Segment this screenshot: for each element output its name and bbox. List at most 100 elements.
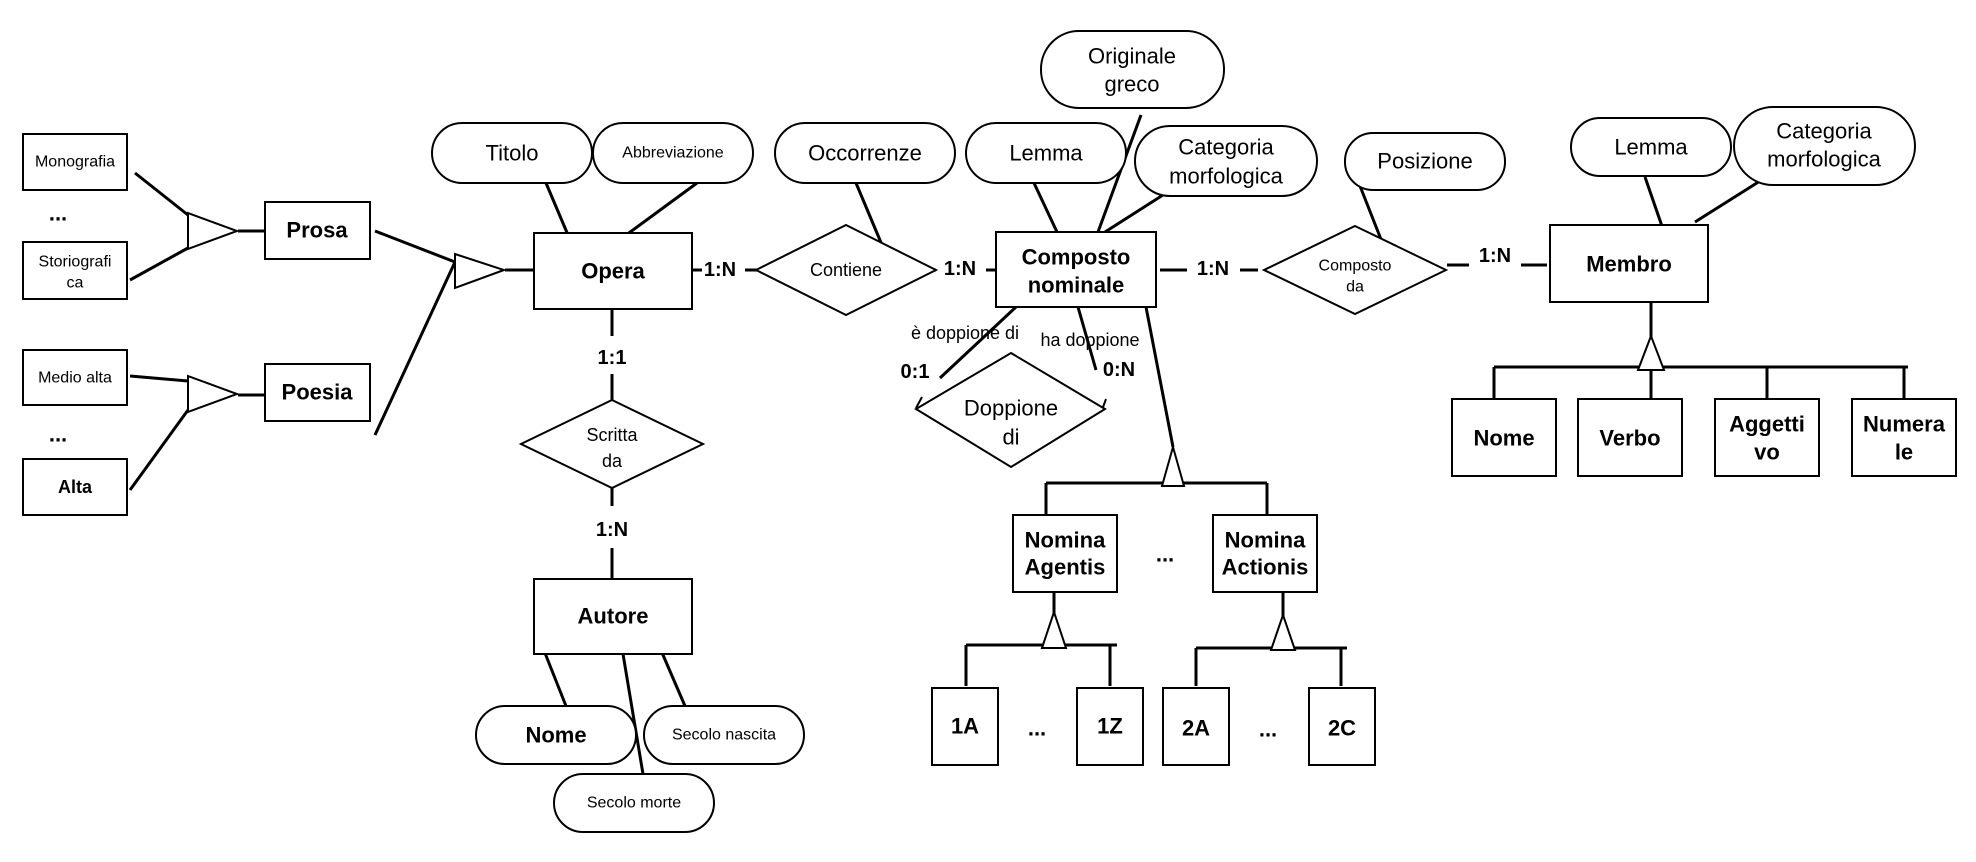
cardinality-doppione-right: 0:N xyxy=(1103,359,1135,381)
attribute-label: Abbreviazione xyxy=(622,145,724,162)
attribute-occorrenze: Occorrenze xyxy=(774,122,956,184)
isa-triangle-poesia xyxy=(187,374,240,414)
entity-label: Agentis xyxy=(1025,555,1106,580)
entity-monografia: Monografia xyxy=(22,133,128,191)
entity-2a: 2A xyxy=(1162,687,1230,766)
attribute-label: Occorrenze xyxy=(808,141,922,166)
attribute-label: morfologica xyxy=(1169,164,1283,189)
isa-triangle-membro xyxy=(1636,333,1666,371)
attribute-titolo: Titolo xyxy=(431,122,593,184)
entity-verbo: Verbo xyxy=(1577,398,1683,477)
ellipsis-sub-2: ... xyxy=(1259,717,1277,742)
entity-label: Medio alta xyxy=(38,370,112,387)
ellipsis-genre-poesia: ... xyxy=(49,422,67,447)
attribute-nome-autore: Nome xyxy=(475,705,637,765)
entity-2c: 2C xyxy=(1308,687,1376,766)
entity-label: Composto xyxy=(1022,245,1131,270)
entity-autore: Autore xyxy=(533,578,693,655)
entity-label: Storiografi xyxy=(39,254,112,271)
ellipsis-genre-prosa: ... xyxy=(49,201,67,226)
isa-triangle-prosa-storiografica xyxy=(187,211,240,251)
connector-lines xyxy=(128,114,1908,775)
attribute-label: Posizione xyxy=(1377,149,1472,174)
role-label-ha-doppione: ha doppione xyxy=(1040,330,1139,350)
entity-numerale: Numera le xyxy=(1851,398,1957,477)
ellipsis-marks: ... ... ... ... ... xyxy=(49,201,1277,742)
attribute-label: Titolo xyxy=(486,141,539,166)
entity-label: Prosa xyxy=(286,218,348,243)
entity-label: 1Z xyxy=(1097,714,1123,739)
role-label-e-doppione-di: è doppione di xyxy=(911,323,1019,343)
relationship-label: Doppione xyxy=(964,396,1058,421)
relationship-doppione-di: Doppione di xyxy=(914,351,1107,469)
attribute-label: greco xyxy=(1104,72,1159,97)
ellipsis-sub-1: ... xyxy=(1028,716,1046,741)
relationship-scritta-da: Scritta da xyxy=(518,398,706,490)
entity-poesia: Poesia xyxy=(264,363,371,422)
attribute-secolo-nascita: Secolo nascita xyxy=(643,705,805,765)
relationship-label: Composto xyxy=(1319,258,1392,275)
entity-label: Verbo xyxy=(1599,426,1660,451)
cardinality-contiene-composto: 1:N xyxy=(944,258,976,280)
attribute-lemma-composto: Lemma xyxy=(965,122,1127,184)
cardinality-composto-compostoda: 1:N xyxy=(1197,258,1229,280)
isa-triangles xyxy=(187,211,1666,651)
entity-label: Actionis xyxy=(1222,555,1309,580)
entity-label: 2A xyxy=(1182,716,1210,741)
isa-triangle-nomina-agentis xyxy=(1040,608,1068,649)
entity-label: vo xyxy=(1754,440,1780,465)
entity-label: Alta xyxy=(58,477,93,497)
cardinality-compostoda-membro: 1:N xyxy=(1479,245,1511,267)
entity-opera: Opera xyxy=(533,232,693,310)
entity-label: Monografia xyxy=(35,154,115,171)
entity-label: Nome xyxy=(1473,426,1534,451)
attribute-secolo-morte: Secolo morte xyxy=(553,773,715,833)
entity-label: ca xyxy=(67,275,84,292)
entity-label: 2C xyxy=(1328,716,1356,741)
entity-storiografica: Storiografi ca xyxy=(22,241,128,300)
attribute-label: Lemma xyxy=(1009,141,1083,166)
entity-membro: Membro xyxy=(1549,224,1709,303)
entity-nomina-agentis: Nomina Agentis xyxy=(1012,514,1118,593)
entity-label: Opera xyxy=(581,259,645,284)
attribute-posizione: Posizione xyxy=(1344,132,1506,191)
isa-triangle-opera xyxy=(454,252,508,290)
cardinality-opera-scritta: 1:1 xyxy=(598,347,627,369)
cardinality-doppione-left: 0:1 xyxy=(901,361,930,383)
attribute-label: Nome xyxy=(525,723,586,748)
attribute-abbreviazione: Abbreviazione xyxy=(592,122,754,184)
role-labels: è doppione di ha doppione xyxy=(911,323,1140,350)
entity-label: Numera xyxy=(1863,412,1946,437)
relationship-label: Contiene xyxy=(810,260,882,280)
ellipsis-nomina: ... xyxy=(1156,542,1174,567)
attribute-lemma-membro: Lemma xyxy=(1570,117,1732,177)
relationship-contiene: Contiene xyxy=(753,223,939,317)
attribute-label: Categoria xyxy=(1178,135,1274,160)
entity-prosa: Prosa xyxy=(264,201,371,260)
cardinality-scritta-autore: 1:N xyxy=(596,519,628,541)
entity-composto-nominale: Composto nominale xyxy=(995,231,1157,308)
relationship-label: da xyxy=(1346,279,1364,296)
entity-nome: Nome xyxy=(1451,398,1557,477)
entity-label: 1A xyxy=(951,714,979,739)
attribute-label: Secolo nascita xyxy=(672,727,776,744)
entity-nomina-actionis: Nomina Actionis xyxy=(1212,514,1318,593)
entity-label: Membro xyxy=(1586,252,1672,277)
entity-aggettivo: Aggetti vo xyxy=(1714,398,1820,477)
entity-medio-alta: Medio alta xyxy=(22,349,128,406)
cardinality-opera-contiene: 1:N xyxy=(704,259,736,281)
entity-label: Nomina xyxy=(1225,528,1306,553)
entity-1a: 1A xyxy=(931,687,999,766)
attribute-label: Secolo morte xyxy=(587,795,681,812)
attribute-label: morfologica xyxy=(1767,147,1881,172)
isa-triangle-composto xyxy=(1160,443,1186,487)
entity-1z: 1Z xyxy=(1076,687,1144,766)
entity-label: Aggetti xyxy=(1729,412,1805,437)
relationship-label: da xyxy=(602,451,623,471)
entity-label: Autore xyxy=(578,604,649,629)
entity-label: nominale xyxy=(1028,273,1125,298)
relationship-composto-da: Composto da xyxy=(1261,224,1449,316)
entity-alta: Alta xyxy=(22,458,128,516)
entity-label: le xyxy=(1895,440,1913,465)
